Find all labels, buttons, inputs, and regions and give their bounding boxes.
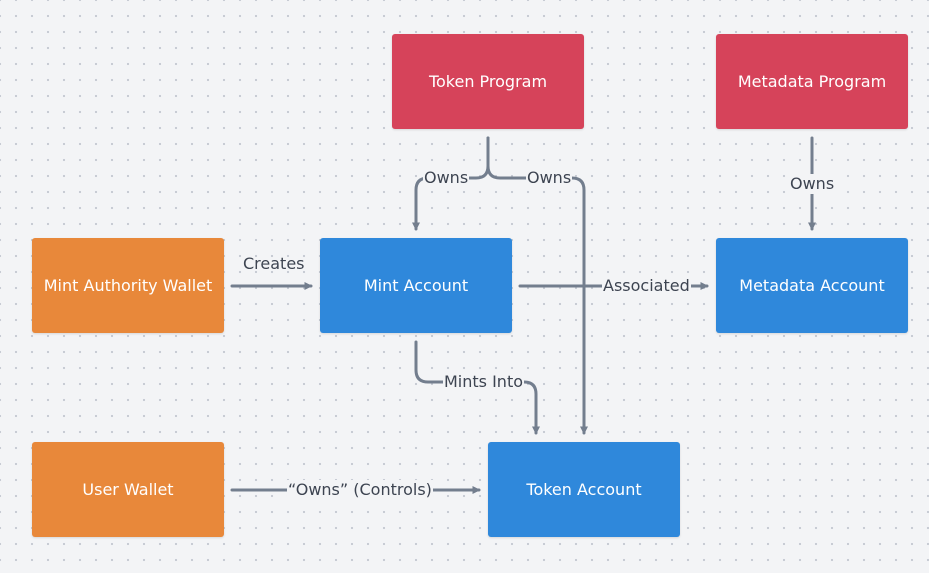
token-program-label: Token Program [428,72,548,91]
mint-account-label: Mint Account [363,276,469,295]
mint-account-node[interactable]: Mint Account [320,238,512,333]
edge-label-owns-controls: “Owns” (Controls) [287,480,433,500]
edge-label-mints-into: Mints Into [443,372,525,392]
metadata-account-node[interactable]: Metadata Account [716,238,908,333]
token-account-node[interactable]: Token Account [488,442,680,537]
user-wallet-label: User Wallet [82,480,174,499]
edge-label-creates: Creates [243,254,305,273]
metadata-program-node[interactable]: Metadata Program [716,34,908,129]
edge-label-associated: Associated [602,276,691,296]
mint-authority-wallet-node[interactable]: Mint Authority Wallet [32,238,224,333]
metadata-account-label: Metadata Account [739,276,885,295]
token-account-label: Token Account [526,480,642,499]
edge-label-owns-token: Owns [526,168,573,188]
mint-authority-wallet-label: Mint Authority Wallet [43,276,213,295]
user-wallet-node[interactable]: User Wallet [32,442,224,537]
token-program-node[interactable]: Token Program [392,34,584,129]
edge-label-owns-metadata: Owns [789,174,836,194]
edge-label-owns-mint: Owns [423,168,470,188]
metadata-program-label: Metadata Program [737,72,887,91]
